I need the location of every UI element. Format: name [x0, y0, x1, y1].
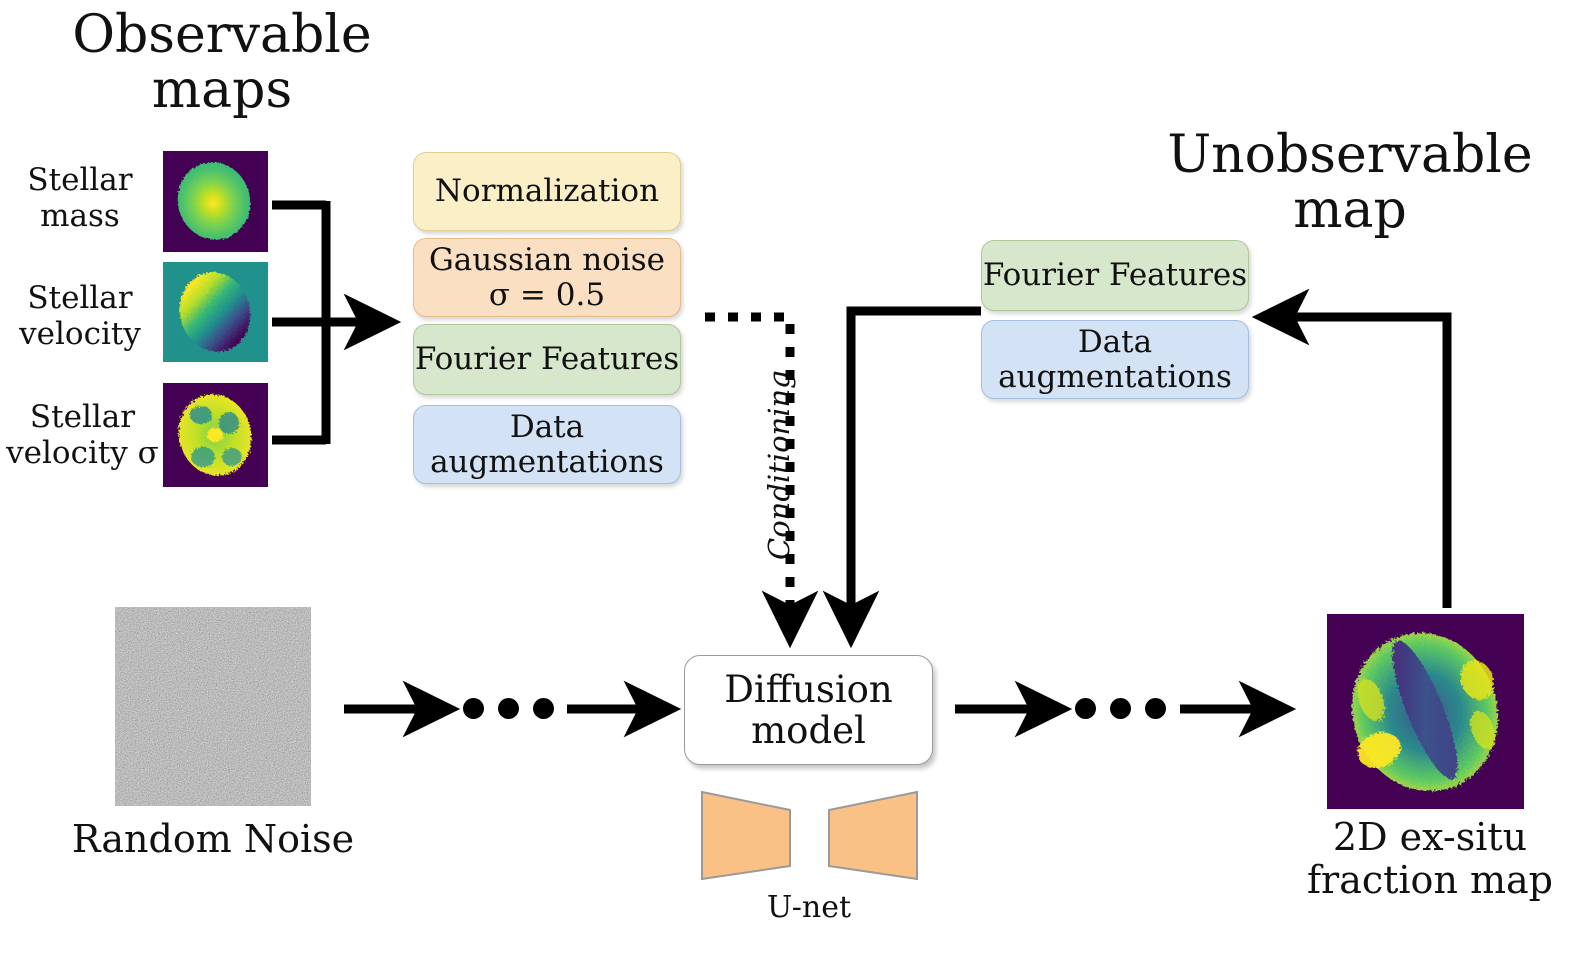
unobservable-to-model-arrow [822, 306, 981, 649]
ex-situ-fraction-map [1327, 614, 1524, 809]
unet-encoder-trapezoid [701, 790, 791, 881]
diffusion-model-box[interactable]: Diffusion model [684, 655, 933, 765]
stellar-velocity-map [163, 262, 268, 362]
pipeline-box-label: Normalization [434, 173, 660, 210]
stellar-velocity-sigma-label: Stellar velocity σ [6, 399, 159, 471]
pipeline-box-label: Gaussian noise σ = 0.5 [428, 242, 666, 313]
pipeline-box-fourier-features[interactable]: Fourier Features [413, 324, 681, 395]
unobs-box-fourier-features[interactable]: Fourier Features [981, 240, 1249, 311]
random-noise-caption: Random Noise [71, 817, 355, 861]
ellipsis-dots-left [463, 698, 554, 719]
ellipsis-dots-right [1075, 698, 1166, 719]
diffusion-model-label: Diffusion model [724, 667, 893, 752]
pipeline-box-label: Data augmentations [430, 409, 664, 480]
random-noise-image [115, 607, 311, 806]
stellar-velocity-sigma-map [163, 383, 268, 487]
pipeline-box-label: Fourier Features [414, 341, 680, 378]
stellar-mass-label: Stellar mass [27, 162, 133, 234]
output-to-unobservable-arrow [1251, 288, 1452, 608]
pipeline-box-gaussian-noise[interactable]: Gaussian noise σ = 0.5 [413, 238, 681, 317]
conditioning-label: Conditioning [762, 370, 796, 560]
stellar-velocity-label: Stellar velocity [19, 280, 141, 352]
pipeline-box-normalization[interactable]: Normalization [413, 152, 681, 231]
unet-decoder-trapezoid [828, 790, 918, 881]
pipeline-box-label: Data augmentations [998, 324, 1232, 395]
unet-caption: U-net [766, 890, 852, 925]
unobservable-map-heading: Unobservable map [1167, 125, 1533, 241]
unobs-box-data-augmentations[interactable]: Data augmentations [981, 320, 1249, 399]
pipeline-box-label: Fourier Features [982, 257, 1248, 294]
observable-maps-heading: Observable maps [72, 5, 372, 121]
pipeline-box-data-augmentations[interactable]: Data augmentations [413, 405, 681, 484]
ex-situ-fraction-caption: 2D ex-situ fraction map [1306, 815, 1554, 902]
stellar-mass-map [163, 151, 268, 252]
